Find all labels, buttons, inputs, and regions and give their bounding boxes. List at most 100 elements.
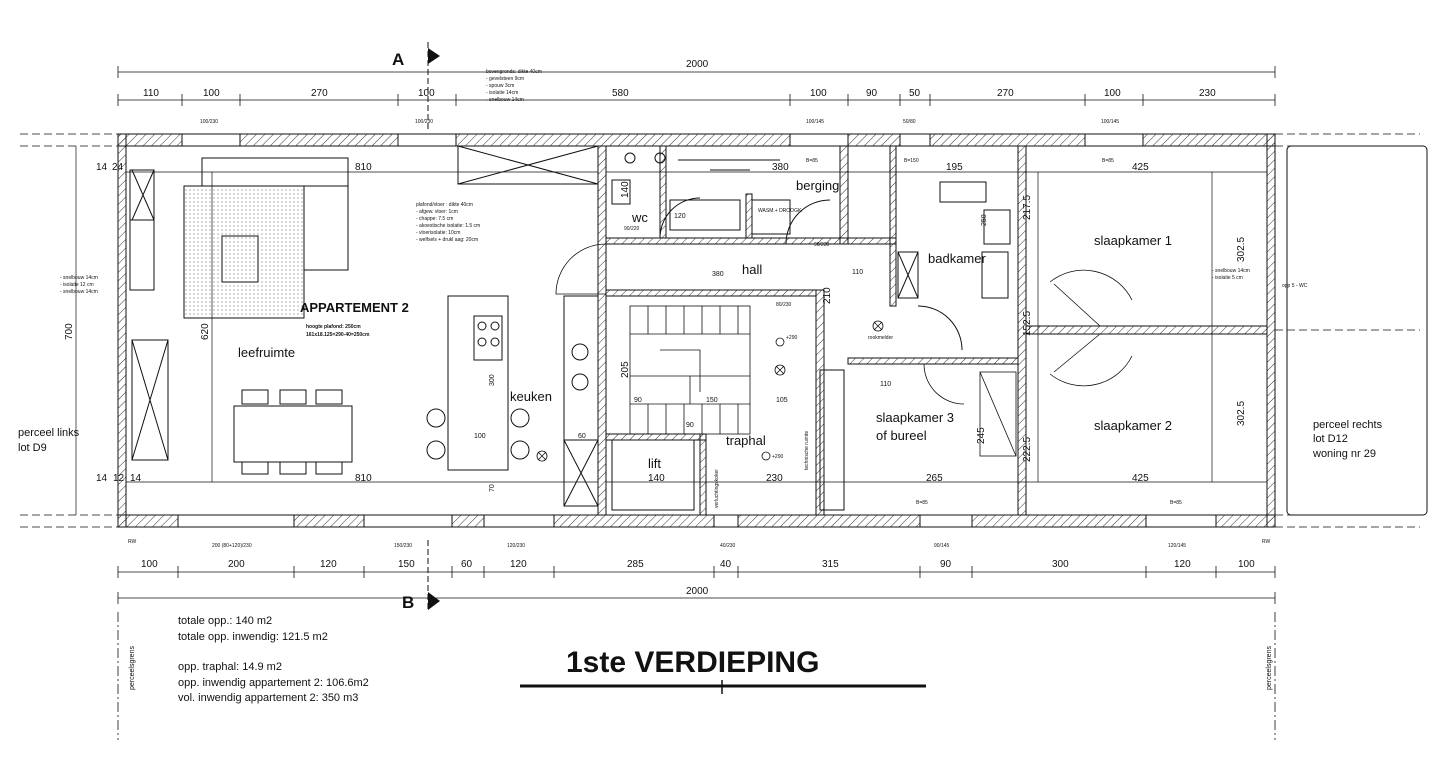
bottom-dimensions: [117, 566, 1276, 604]
area-summary: totale opp.: 140 m2 totale opp. inwendig…: [178, 615, 369, 704]
svg-text:- isolatie 12 cm: - isolatie 12 cm: [60, 282, 94, 288]
svg-text:161x18.125=290-40=250cm: 161x18.125=290-40=250cm: [306, 332, 370, 338]
svg-text:152.5: 152.5: [1022, 311, 1033, 336]
room-label-bedroom3: slaapkamer 3: [876, 410, 954, 425]
wall-spec-left: - snelbouw 14cm - isolatie 12 cm - snelb…: [60, 275, 98, 295]
svg-text:rookmelder: rookmelder: [868, 335, 893, 341]
interior-walls: [597, 145, 1268, 516]
wardrobe-left: [129, 169, 169, 461]
room-label-bathroom: badkamer: [928, 251, 986, 266]
svg-text:bovengronds: dikte 40cm: bovengronds: dikte 40cm: [486, 69, 542, 75]
wall-spec-top: bovengronds: dikte 40cm - gevelsteen 9cm…: [486, 69, 542, 103]
svg-text:B=85: B=85: [806, 158, 818, 164]
room-label-kitchen: keuken: [510, 389, 552, 404]
wall-spec-right: - snelbouw 14cm - isolatie 5 cm: [1212, 268, 1250, 281]
svg-text:A: A: [392, 50, 404, 69]
svg-text:- isolatie 5 cm: - isolatie 5 cm: [1212, 275, 1243, 281]
svg-text:120/145: 120/145: [1168, 543, 1186, 549]
plan-title: 1ste VERDIEPING: [566, 646, 819, 679]
svg-text:380: 380: [772, 162, 789, 173]
section-marker-b: B: [402, 540, 440, 612]
svg-text:- snelbouw 14cm: - snelbouw 14cm: [60, 289, 98, 295]
room-label-stairhall: traphal: [726, 433, 766, 448]
top-dim-labels: 110 100 270 100 580 100 90 50 270 100 23…: [143, 88, 1216, 99]
svg-text:150: 150: [398, 559, 415, 570]
svg-text:120: 120: [510, 559, 527, 570]
svg-text:RW: RW: [1262, 539, 1271, 545]
svg-text:120: 120: [320, 559, 337, 570]
svg-text:RW: RW: [128, 539, 137, 545]
svg-text:60: 60: [461, 559, 473, 570]
lift-shaft: [611, 439, 695, 511]
svg-text:230: 230: [766, 473, 783, 484]
svg-text:150: 150: [706, 397, 718, 404]
side-label-right: perceel rechts lot D12 woning nr 29: [1312, 419, 1383, 460]
smoke-detector-icons: [536, 320, 884, 462]
room-label-bedroom2: slaapkamer 2: [1094, 418, 1172, 433]
svg-text:100: 100: [418, 88, 435, 99]
svg-text:90: 90: [686, 422, 694, 429]
svg-text:40/230: 40/230: [720, 543, 736, 549]
svg-text:perceel links: perceel links: [18, 427, 80, 439]
door-hall-living: [555, 243, 607, 295]
svg-text:100/145: 100/145: [1101, 119, 1119, 125]
inner-dim-labels: 810 810 700 620 14 24 14 12 14 380 380 1…: [64, 162, 1247, 492]
svg-text:50/80: 50/80: [903, 119, 916, 125]
svg-text:250: 250: [981, 214, 988, 226]
room-label-hall: hall: [742, 262, 762, 277]
room-label-bedroom1: slaapkamer 1: [1094, 233, 1172, 248]
svg-text:- welfsels + drukl aag: 20cm: - welfsels + drukl aag: 20cm: [416, 237, 478, 243]
svg-text:+290: +290: [772, 454, 783, 460]
svg-text:80/230: 80/230: [776, 302, 792, 308]
svg-text:vol. inwendig appartement 2: 3: vol. inwendig appartement 2: 350 m3: [178, 692, 358, 704]
svg-text:90: 90: [940, 559, 952, 570]
window-labels-bottom: 200 (80+120)/230 150/230 120/230 40/230 …: [212, 543, 1186, 549]
room-label-storage: berging: [796, 178, 839, 193]
svg-text:140: 140: [620, 181, 631, 198]
svg-text:60: 60: [578, 433, 586, 440]
svg-text:425: 425: [1132, 162, 1149, 173]
svg-text:+290: +290: [786, 335, 797, 341]
room-labels: APPARTEMENT 2 hoogte plafond: 250cm 161x…: [238, 178, 1172, 471]
bottom-dim-labels: 100 200 120 150 60 120 285 40 315 90 300…: [141, 559, 1255, 570]
svg-text:200 (80+120)/230: 200 (80+120)/230: [212, 543, 252, 549]
svg-text:270: 270: [311, 88, 328, 99]
window-labels-top: 100/230 100/230 100/145 50/80 100/145: [200, 119, 1119, 125]
svg-text:217.5: 217.5: [1022, 195, 1033, 220]
svg-text:technische ruimte: technische ruimte: [804, 431, 810, 470]
svg-text:14: 14: [96, 473, 108, 484]
staircase: [629, 305, 751, 435]
svg-text:- chappe: 7.5 cm: - chappe: 7.5 cm: [416, 216, 453, 222]
svg-text:120: 120: [674, 213, 686, 220]
svg-text:425: 425: [1132, 473, 1149, 484]
svg-text:- akoestische isolatie: 1.5 cm: - akoestische isolatie: 1.5 cm: [416, 223, 480, 229]
svg-text:- isolatie 14cm: - isolatie 14cm: [486, 90, 518, 96]
svg-text:opp 5 - WC: opp 5 - WC: [1282, 283, 1308, 289]
svg-text:- spouw 3cm: - spouw 3cm: [486, 83, 514, 89]
top-dimensions: [117, 66, 1276, 106]
svg-text:245: 245: [976, 427, 987, 444]
kitchen-island: [426, 145, 599, 507]
svg-text:woning nr 29: woning nr 29: [1312, 448, 1376, 460]
svg-text:300: 300: [489, 374, 496, 386]
svg-text:perceel rechts: perceel rechts: [1313, 419, 1383, 431]
svg-text:100/145: 100/145: [806, 119, 824, 125]
svg-text:B=150: B=150: [904, 158, 919, 164]
floor-spec: plafond/vloer : dikte 40cm - afgew. vloe…: [416, 202, 480, 243]
svg-text:90/145: 90/145: [934, 543, 950, 549]
svg-text:hoogte plafond: 250cm: hoogte plafond: 250cm: [306, 324, 361, 330]
svg-text:265: 265: [926, 473, 943, 484]
svg-text:580: 580: [612, 88, 629, 99]
svg-text:14: 14: [130, 473, 142, 484]
svg-text:- gevelsteen 9cm: - gevelsteen 9cm: [486, 76, 524, 82]
room-label-lift: lift: [648, 456, 661, 471]
svg-text:40: 40: [720, 559, 732, 570]
svg-text:100: 100: [203, 88, 220, 99]
bedroom-doors: [923, 269, 1133, 457]
svg-text:302.5: 302.5: [1236, 401, 1247, 426]
svg-text:opp. inwendig appartement 2: 1: opp. inwendig appartement 2: 106.6m2: [178, 677, 369, 689]
svg-text:- snelbouw 14cm: - snelbouw 14cm: [486, 97, 524, 103]
svg-text:110: 110: [880, 381, 891, 388]
neighbour-plot-right: [1286, 145, 1428, 516]
